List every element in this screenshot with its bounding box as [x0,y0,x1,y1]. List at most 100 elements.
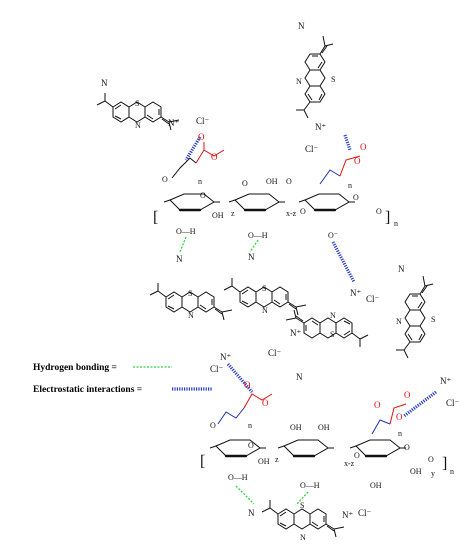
atom-label-n: N [188,311,194,320]
atom-label-n: N [248,252,255,262]
legend-electrostatic-label: Electrostatic interactions = [33,385,142,395]
subscript-x-z: x-z [286,209,297,218]
methylene-blue-mid-3: N⁺ Cl⁻ S N N [285,288,380,382]
svg-text:[: [ [200,453,205,470]
atom-label-n: N [176,254,183,264]
graft-chain-top-left: O O n [171,132,225,186]
atom-label-cl: Cl⁻ [358,508,372,518]
atom-label-cl: Cl⁻ [366,294,380,304]
svg-text:]: ] [442,455,447,472]
atom-label-n-plus: N⁺ [290,328,301,338]
subscript-n: n [198,177,202,186]
atom-label-n: N [396,317,402,326]
legend: Hydrogen bonding = Electrostatic interac… [33,363,212,395]
atom-label-s: S [262,284,266,293]
atom-label-o: O [354,451,360,460]
atom-label-oh: OH [266,177,278,186]
atom-label-o: O [242,179,248,188]
methylene-blue-top-right: N S N N⁺ Cl⁻ [295,21,335,154]
subscript-n: n [450,467,454,476]
atom-label-n: N [248,508,255,518]
atom-label-o: O [354,156,361,166]
atom-label-n: N [135,121,141,130]
atom-label-o: O [210,421,216,430]
atom-label-o: O [162,175,168,184]
atom-label-cl: Cl⁻ [446,398,460,408]
atom-label-o: O [396,412,403,422]
atom-label-o: O [244,380,251,390]
atom-label-n: N [398,264,405,274]
atom-label-oh: OH [318,423,330,432]
atom-label-o: O [211,152,218,162]
atom-label-oh: O—H [176,227,196,236]
graft-chain-bottom-left: O O n [217,380,273,430]
electrostatic-line [343,134,352,151]
atom-label-n-plus: N⁺ [440,376,451,386]
atom-label-oh: O—H [300,481,320,490]
polysaccharide-chain-bottom: [ ] n y z x-z O O OH O—H OH OH O—H O OH … [200,421,454,490]
atom-label-n: N [296,77,302,86]
atom-label-s: S [431,315,435,324]
atom-label-n: N [300,533,306,542]
atom-label-o: O [404,443,410,452]
graft-chain-top-right: O O n [319,142,367,190]
atom-label-o: O [360,142,367,152]
atom-label-n: N [296,372,303,382]
svg-text:]: ] [385,209,390,226]
electrostatic-line [184,136,202,161]
svg-text:[: [ [153,209,158,226]
atom-label-n: N [330,311,336,320]
atom-label-n: N [262,306,268,315]
methylene-blue-mid-4: N S N N⁺ Cl⁻ [395,264,460,408]
methylene-blue-top-left: N S N N⁺ Cl⁻ [96,78,210,131]
subscript-n: n [248,421,252,430]
subscript-n: n [398,429,402,438]
subscript-x-z: x-z [344,459,355,468]
atom-label-n: N [101,78,108,88]
methylene-blue-bottom: N S N N⁺ Cl⁻ [248,499,372,542]
atom-label-oh: OH [370,481,382,490]
atom-label-n: N [298,21,305,31]
atom-label-o: O [286,177,292,186]
polysaccharide-chain-top: [ ] n z x-z O O OH O—H OH O O O—H O O O … [153,175,398,240]
atom-label-oh: OH [410,467,422,476]
atom-label-s: S [135,99,139,108]
atom-label-n-plus: N⁺ [168,118,179,128]
subscript-n: n [394,219,398,228]
atom-label-o: O [248,441,254,450]
atom-label-s: S [331,75,335,84]
electrostatic-line [331,241,356,283]
atom-label-o: O [200,191,206,200]
atom-label-cl: Cl⁻ [210,364,224,374]
subscript-y: y [431,469,435,478]
subscript-z: z [275,455,279,464]
atom-label-oh: OH [258,457,270,466]
atom-label-s: S [300,501,304,510]
electrostatic-line [403,390,437,418]
atom-label-s: S [188,289,192,298]
atom-label-o: O [353,193,359,202]
atom-label-o: O [198,132,205,142]
atom-label-n-plus: N⁺ [350,288,361,298]
atom-label-o: O [376,207,382,216]
hydrogen-bond-line [235,485,255,505]
subscript-z: z [231,209,235,218]
atom-label-oh: OH [212,211,224,220]
atom-label-o: O [374,400,381,410]
hydrogen-bond-line [249,239,259,253]
atom-label-n-plus: N⁺ [342,510,353,520]
atom-label-n-plus: N⁺ [220,352,231,362]
atom-label-oh: OH [290,423,302,432]
hydrogen-bond-line [179,236,187,253]
atom-label-o: O [262,398,269,408]
atom-label-cl: Cl⁻ [305,144,319,154]
atom-label-n-plus: N⁺ [315,122,326,132]
hydrogen-bond-line [295,491,309,506]
atom-label-oh: O—H [248,231,268,240]
methylene-blue-mid-1: N S N N⁺ Cl⁻ [149,254,233,374]
legend-hydrogen-bonding-label: Hydrogen bonding = [33,363,117,373]
subscript-n: n [348,181,352,190]
atom-label-s: S [330,330,334,339]
methylene-blue-mid-2: N S N N⁺ Cl⁻ [223,252,307,358]
